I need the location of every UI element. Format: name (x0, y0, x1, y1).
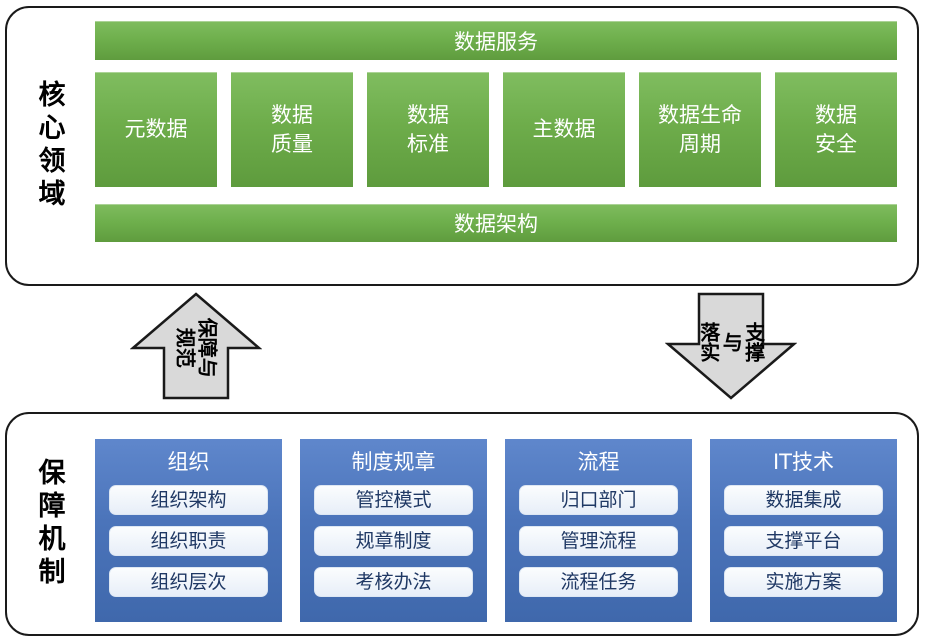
down-arrow: 支撑与 落实 (665, 291, 797, 401)
mechanism-label-text: 保障机制 (38, 458, 66, 588)
core-box-data-quality: 数据 质量 (231, 72, 353, 187)
mechanism-columns: 组织 组织架构 组织职责 组织层次 制度规章 管控模式 规章制度 考核办法 流程… (95, 439, 897, 622)
item-process-task: 流程任务 (519, 567, 678, 597)
up-arrow-label: 保障与 规范 (173, 317, 220, 378)
mechanism-label: 保障机制 (23, 414, 81, 634)
column-organization: 组织 组织架构 组织职责 组织层次 (95, 439, 282, 622)
data-service-bar: 数据服务 (95, 21, 897, 60)
core-domain-label-text: 核心领域 (38, 80, 66, 210)
down-arrow-label: 支撑与 落实 (696, 321, 766, 362)
item-org-structure: 组织架构 (109, 485, 268, 515)
core-box-master-data: 主数据 (503, 72, 625, 187)
item-implementation: 实施方案 (724, 567, 883, 597)
item-lead-department: 归口部门 (519, 485, 678, 515)
item-org-level: 组织层次 (109, 567, 268, 597)
item-rules-system: 规章制度 (314, 526, 473, 556)
core-box-metadata: 元数据 (95, 72, 217, 187)
column-it-technology-title: IT技术 (772, 450, 835, 474)
column-process: 流程 归口部门 管理流程 流程任务 (505, 439, 692, 622)
column-it-technology: IT技术 数据集成 支撑平台 实施方案 (710, 439, 897, 622)
core-domain-row: 元数据 数据 质量 数据 标准 主数据 数据生命 周期 数据 安全 (95, 72, 897, 187)
core-box-data-security: 数据 安全 (775, 72, 897, 187)
core-domain-panel: 核心领域 数据服务 元数据 数据 质量 数据 标准 主数据 数据生命 周期 数据… (5, 6, 919, 286)
column-regulations-title: 制度规章 (351, 450, 436, 474)
up-arrow-shape (130, 292, 262, 400)
mechanism-panel: 保障机制 组织 组织架构 组织职责 组织层次 制度规章 管控模式 规章制度 考核… (5, 412, 919, 636)
core-domain-label: 核心领域 (23, 8, 81, 284)
item-org-duty: 组织职责 (109, 526, 268, 556)
core-box-data-standard: 数据 标准 (367, 72, 489, 187)
column-organization-title: 组织 (167, 450, 210, 474)
item-manage-process: 管理流程 (519, 526, 678, 556)
item-data-integration: 数据集成 (724, 485, 883, 515)
up-arrow: 保障与 规范 (130, 291, 262, 401)
item-assessment-way: 考核办法 (314, 567, 473, 597)
data-architecture-bar: 数据架构 (95, 204, 897, 242)
core-domain-grid: 数据服务 元数据 数据 质量 数据 标准 主数据 数据生命 周期 数据 安全 数… (95, 21, 897, 242)
down-arrow-shape (665, 292, 797, 400)
item-control-mode: 管控模式 (314, 485, 473, 515)
column-regulations: 制度规章 管控模式 规章制度 考核办法 (300, 439, 487, 622)
item-support-platform: 支撑平台 (724, 526, 883, 556)
column-process-title: 流程 (577, 450, 620, 474)
core-box-data-lifecycle: 数据生命 周期 (639, 72, 761, 187)
